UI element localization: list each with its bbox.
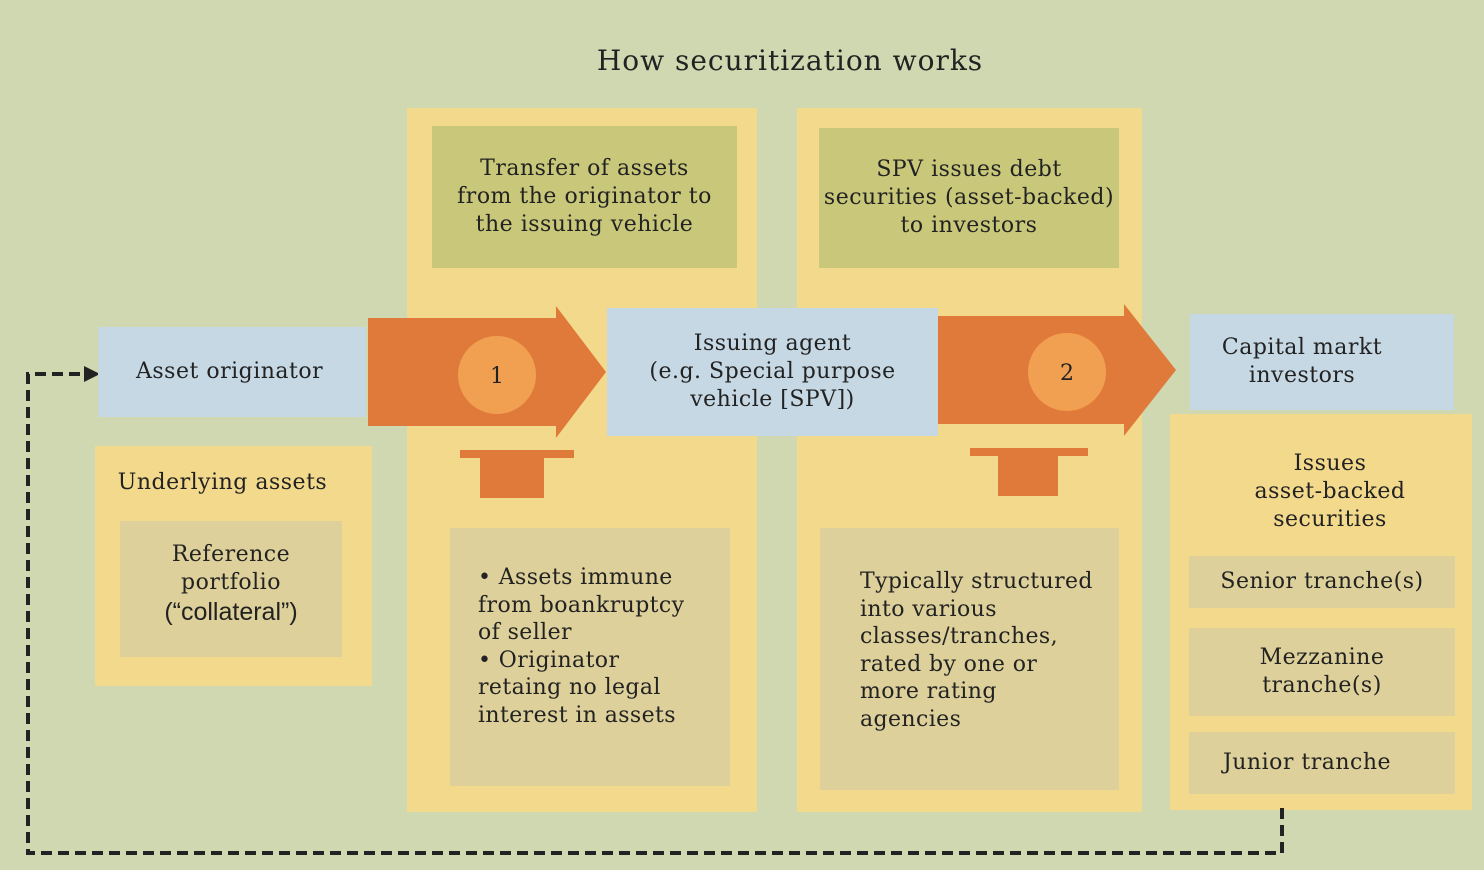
capital-market-investors-box: Capital markt investors (1190, 314, 1454, 410)
step-number-1: 1 (490, 364, 504, 389)
typically-structured-text: Typically structured into various classe… (860, 569, 1093, 732)
mezzanine-tranche-box: Mezzanine tranche(s) (1189, 628, 1455, 716)
dashed-feedback-line (26, 372, 1284, 855)
reference-portfolio-label: Reference portfolio (171, 542, 291, 595)
reference-portfolio-box: Reference portfolio (“collateral”) (120, 521, 342, 657)
pillar-1 (460, 450, 574, 498)
junior-tranche-box: Junior tranche (1189, 732, 1455, 794)
pillar-2 (970, 448, 1088, 496)
step-number-2: 2 (1060, 361, 1074, 386)
step-circle-1 (458, 336, 536, 414)
senior-tranche-box: Senior tranche(s) (1189, 556, 1455, 608)
dashed-arrowhead (84, 366, 100, 382)
collateral-label: (“collateral”) (164, 598, 298, 626)
assets-immune-box: • Assets immune from boankruptcy of sell… (450, 528, 730, 786)
transfer-of-assets-box: Transfer of assets from the originator t… (432, 126, 737, 268)
issues-abs-label: Issues asset-backed securities (1254, 451, 1406, 532)
underlying-assets-label: Underlying assets (117, 470, 328, 495)
spv-issues-box: SPV issues debt securities (asset-backed… (819, 128, 1119, 268)
diagram-title: How securitization works (596, 44, 984, 77)
assets-immune-text: • Assets immune from boankruptcy of sell… (478, 565, 685, 728)
asset-originator-box: Asset originator (98, 327, 366, 417)
step-circle-2 (1028, 333, 1106, 411)
typically-structured-box: Typically structured into various classe… (820, 528, 1119, 790)
asset-originator-label: Asset originator (136, 359, 324, 384)
issuing-agent-box: Issuing agent (e.g. Special purpose vehi… (607, 308, 938, 436)
